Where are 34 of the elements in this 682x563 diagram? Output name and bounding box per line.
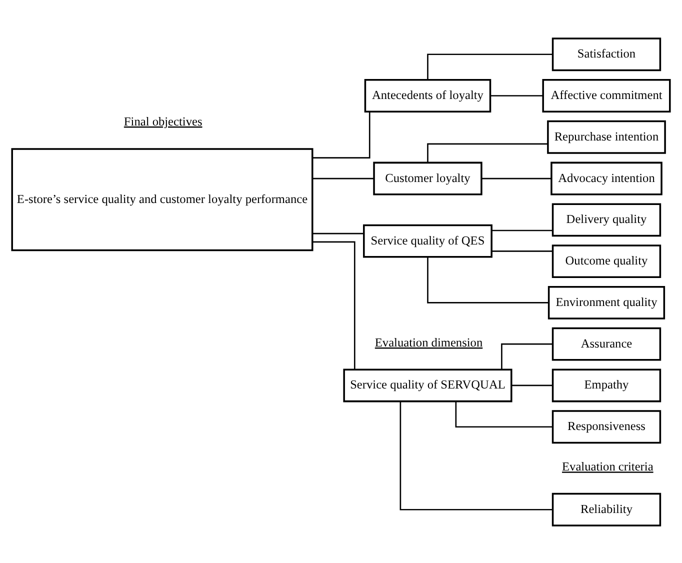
- node-box: Advocacy intention: [550, 161, 662, 195]
- connector: [482, 177, 552, 179]
- node-box: E-store’s service quality and customer loyalty performance: [11, 148, 314, 251]
- connector: [312, 240, 356, 370]
- connector: [427, 53, 553, 80]
- connector: [455, 400, 553, 428]
- node-box: Satisfaction: [552, 37, 662, 71]
- node-box: Antecedents of loyalty: [364, 78, 492, 112]
- label: Final objectives: [124, 114, 202, 128]
- node-box: Outcome quality: [552, 244, 662, 278]
- label: Evaluation criteria: [562, 459, 654, 474]
- connector: [427, 142, 548, 162]
- label: Evaluation dimension: [374, 334, 483, 349]
- node-box: Responsiveness: [552, 410, 662, 444]
- node-box: Delivery quality: [552, 202, 662, 236]
- node-box: Repurchase intention: [547, 120, 666, 154]
- node-box: Environment quality: [548, 285, 666, 319]
- connector: [312, 232, 364, 234]
- node-box: Reliability: [552, 492, 662, 526]
- connector: [312, 177, 374, 179]
- node-box: Assurance: [552, 326, 662, 360]
- connector: [512, 384, 553, 386]
- node-box: Empathy: [552, 368, 662, 402]
- connector: [400, 400, 553, 510]
- connector: [312, 111, 370, 158]
- connector: [490, 94, 543, 96]
- node-box: Service quality of SERVQUAL: [343, 368, 512, 402]
- connector: [492, 250, 553, 252]
- node-box: Customer loyalty: [373, 161, 482, 195]
- connector: [501, 342, 553, 370]
- node-box: Service quality of QES: [363, 224, 492, 258]
- connector: [492, 229, 553, 231]
- connector: [427, 256, 549, 303]
- node-box: Affective commitment: [542, 78, 671, 112]
